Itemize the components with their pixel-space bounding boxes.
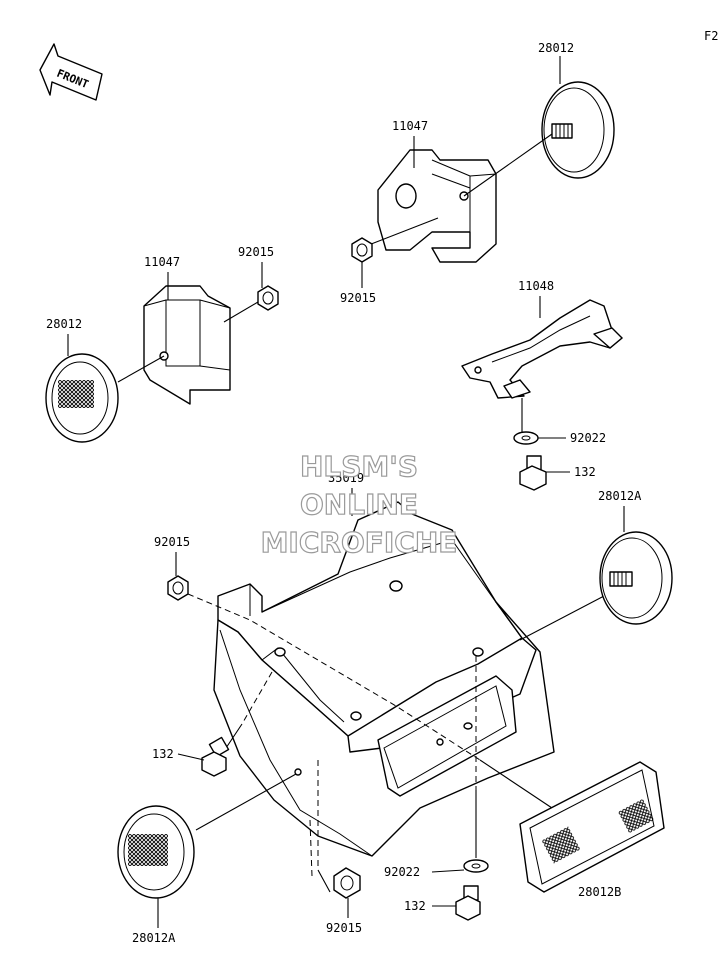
- page-code: F2: [704, 29, 718, 43]
- callout-11047-left: 11047: [144, 255, 180, 269]
- watermark-line1: HLSM'S: [300, 450, 418, 483]
- callout-92015-mid: 92015: [154, 535, 190, 549]
- callout-35019: 35019: [328, 471, 364, 485]
- reflector-28012B: [519, 761, 665, 893]
- callout-92015-bottom: 92015: [326, 921, 362, 935]
- front-arrow-icon: FRONT: [39, 43, 103, 101]
- bolt-132-lower: [455, 885, 481, 921]
- housing-35019: [213, 501, 555, 857]
- bolt-132-upper: [519, 455, 547, 491]
- bracket-11047-top: [377, 149, 497, 263]
- callout-11048: 11048: [518, 279, 554, 293]
- callout-92022-lower: 92022: [384, 865, 420, 879]
- bracket-11048: [461, 299, 623, 399]
- nut-92015-left: [257, 285, 279, 311]
- reflector-28012A-bottom: [117, 805, 195, 899]
- callout-92015-top: 92015: [340, 291, 376, 305]
- callout-132-upper: 132: [574, 465, 596, 479]
- nut-92015-mid: [167, 575, 189, 601]
- bracket-11047-left: [143, 285, 231, 405]
- callout-132-lower: 132: [404, 899, 426, 913]
- watermark: HLSM'S ONLINE MICROFICHE: [260, 449, 458, 559]
- callout-28012-top: 28012: [538, 41, 574, 55]
- nut-92015-top: [351, 237, 373, 263]
- callout-11047-top: 11047: [392, 119, 428, 133]
- washer-92022-lower: [463, 859, 489, 873]
- callout-28012B: 28012B: [578, 885, 621, 899]
- watermark-line2: ONLINE: [300, 488, 418, 521]
- watermark-line3: MICROFICHE: [261, 526, 458, 559]
- reflector-28012-left: [45, 353, 119, 443]
- washer-92022-upper: [513, 431, 539, 445]
- callout-28012-left: 28012: [46, 317, 82, 331]
- bolt-132-left: [201, 736, 230, 777]
- callout-28012A-right: 28012A: [598, 489, 642, 503]
- reflector-28012A-right: [599, 531, 673, 625]
- callout-92022-upper: 92022: [570, 431, 606, 445]
- callout-92015-left: 92015: [238, 245, 274, 259]
- callout-132-left: 132: [152, 747, 174, 761]
- nut-92015-bottom: [333, 867, 361, 899]
- callout-28012A-bottom: 28012A: [132, 931, 176, 945]
- reflector-28012-top: [541, 81, 615, 179]
